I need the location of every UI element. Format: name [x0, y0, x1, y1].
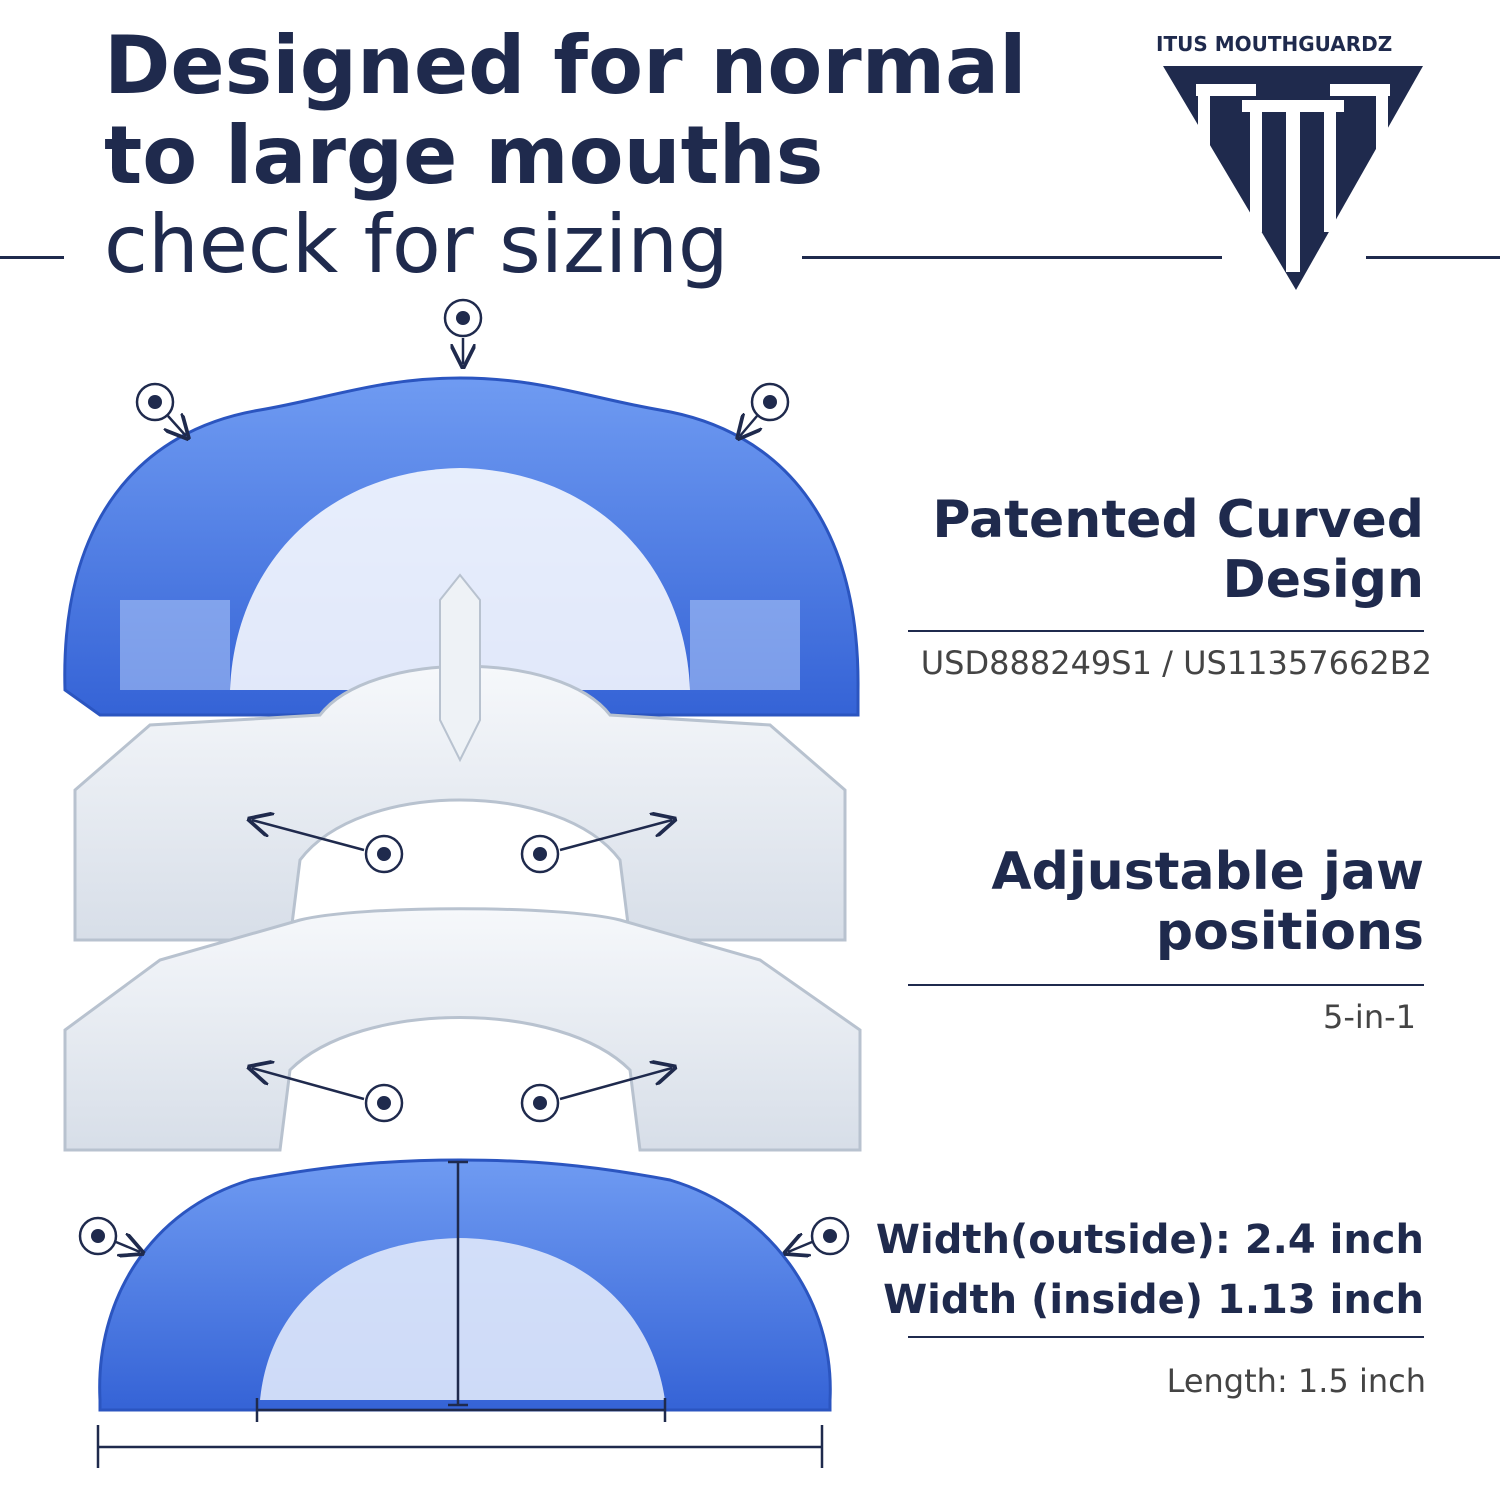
- feature-curved-title-2: Design: [1222, 550, 1424, 610]
- feature-size-rule: [908, 1336, 1424, 1338]
- feature-curved-rule: [908, 630, 1424, 632]
- upper-tray-blue: [63, 376, 860, 717]
- mouthguard-exploded-illustration: [63, 298, 862, 1468]
- lower-tray-blue: [98, 1158, 832, 1412]
- dimension-lines: [96, 1160, 824, 1468]
- headline-line-2: to large mouths: [104, 109, 824, 202]
- clear-plate-upper: [73, 573, 847, 942]
- feature-jaw-detail: 5-in-1: [1323, 998, 1416, 1036]
- clear-plate-lower: [63, 907, 862, 1152]
- feature-curved-title-1: Patented Curved: [932, 490, 1424, 550]
- divider-middle: [802, 256, 1222, 259]
- feature-curved-detail: USD888249S1 / US11357662B2: [920, 644, 1432, 682]
- feature-width-outside: Width(outside): 2.4 inch: [875, 1217, 1424, 1263]
- headline-line-3: check for sizing: [104, 198, 729, 291]
- feature-length: Length: 1.5 inch: [1166, 1362, 1426, 1400]
- feature-jaw-rule: [908, 984, 1424, 986]
- headline-line-1: Designed for normal: [104, 19, 1027, 112]
- divider-left: [0, 256, 64, 259]
- feature-jaw-title-1: Adjustable jaw: [991, 842, 1424, 902]
- feature-width-inside: Width (inside) 1.13 inch: [883, 1277, 1424, 1323]
- brand-logo-icon: [1163, 66, 1423, 290]
- callout-markers: [78, 298, 850, 1256]
- divider-right: [1366, 256, 1500, 259]
- brand-name: ITUS MOUTHGUARDZ: [1156, 32, 1393, 56]
- feature-jaw-title-2: positions: [1155, 902, 1424, 962]
